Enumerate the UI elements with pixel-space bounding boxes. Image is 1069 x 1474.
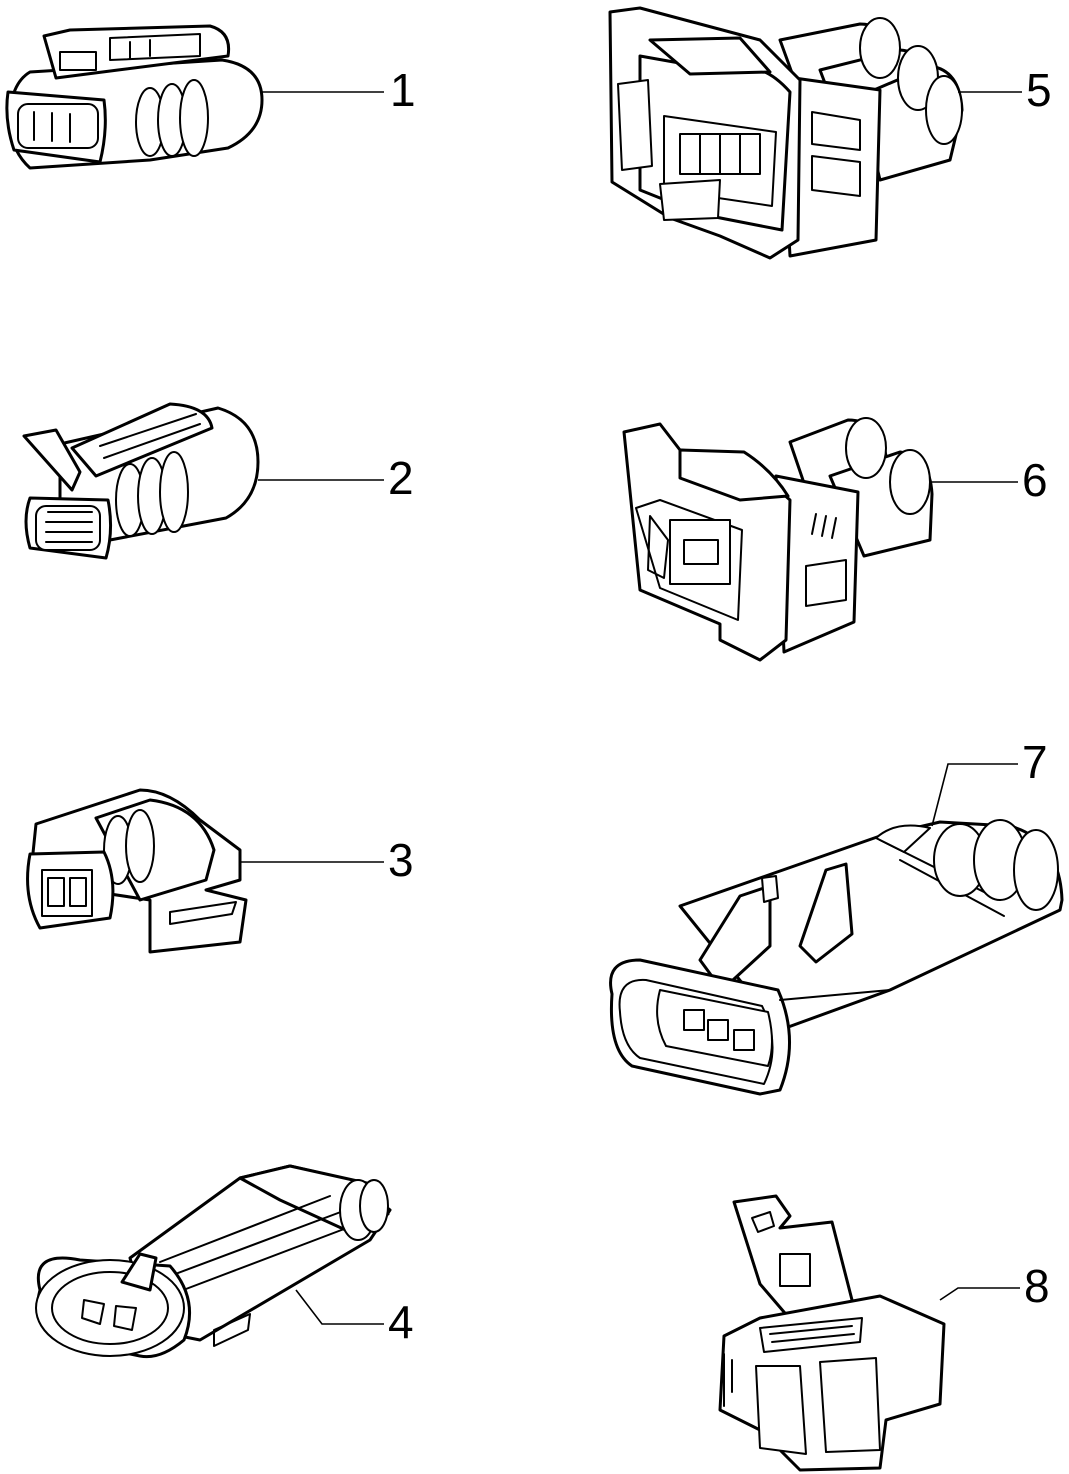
callout-numbers: 1 2 3 4 5 6 7 8 xyxy=(388,64,1052,1348)
callout-3: 3 xyxy=(388,834,414,886)
callout-5: 5 xyxy=(1026,64,1052,116)
part-8-clip xyxy=(718,1194,946,1472)
part-2-connector xyxy=(22,402,260,560)
callout-2: 2 xyxy=(388,452,414,504)
callout-6: 6 xyxy=(1022,454,1048,506)
leader-8 xyxy=(939,1287,1020,1301)
part-5-connector xyxy=(608,6,964,260)
part-4-connector xyxy=(35,1164,392,1359)
callout-8: 8 xyxy=(1024,1260,1050,1312)
callout-7: 7 xyxy=(1022,736,1048,788)
part-6-connector xyxy=(622,417,934,662)
callout-1: 1 xyxy=(390,64,416,116)
leader-lines xyxy=(240,91,1022,1325)
leader-7 xyxy=(931,763,1018,827)
part-7-connector xyxy=(609,819,1064,1096)
leader-4 xyxy=(295,1289,384,1325)
part-1-connector xyxy=(5,24,264,170)
callout-4: 4 xyxy=(388,1296,414,1348)
part-3-connector xyxy=(26,788,248,954)
